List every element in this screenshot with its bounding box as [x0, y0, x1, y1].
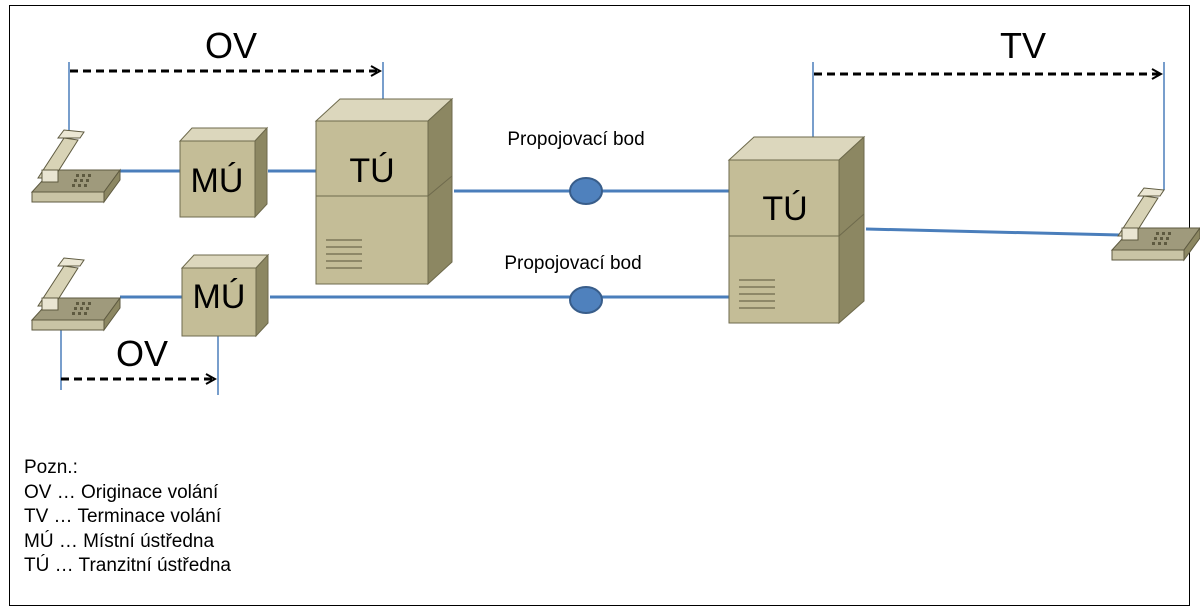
legend-notes: Pozn.: OV … Originace volání TV … Termin…	[24, 456, 231, 579]
local-exchange-bottom: MÚ	[180, 253, 270, 338]
range-markers	[60, 62, 1165, 395]
mu-bottom-label: MÚ	[193, 278, 246, 316]
interconnection-point-bottom	[569, 286, 603, 314]
interconnection-label-bottom: Propojovací bod	[504, 253, 641, 274]
transit-exchange-left: TÚ	[314, 97, 454, 286]
telephone-icon	[30, 129, 121, 204]
tv-label: TV	[1000, 25, 1046, 66]
dashed-arrows	[61, 71, 1161, 379]
telephone-icon	[30, 257, 121, 332]
notes-heading: Pozn.:	[24, 457, 78, 478]
mu-top-label: MÚ	[191, 162, 244, 200]
diagram-frame	[9, 5, 1190, 606]
connections	[120, 169, 1121, 299]
ov-top-label: OV	[205, 25, 257, 66]
local-exchange-top: MÚ	[178, 126, 269, 219]
note-item: TV … Terminace volání	[24, 506, 222, 527]
interconnection-point-top	[569, 177, 603, 205]
note-item: OV … Originace volání	[24, 481, 219, 503]
note-item: TÚ … Tranzitní ústředna	[24, 555, 231, 576]
link-tu2-phone3	[865, 227, 1121, 237]
interconnection-label-top: Propojovací bod	[507, 129, 644, 150]
note-item: MÚ … Místní ústředna	[24, 530, 215, 552]
ov-bottom-label: OV	[116, 333, 168, 374]
tu-right-label: TÚ	[762, 190, 807, 228]
transit-exchange-right: TÚ	[727, 135, 866, 325]
tu-left-label: TÚ	[349, 152, 394, 190]
telephone-icon	[1110, 187, 1200, 262]
